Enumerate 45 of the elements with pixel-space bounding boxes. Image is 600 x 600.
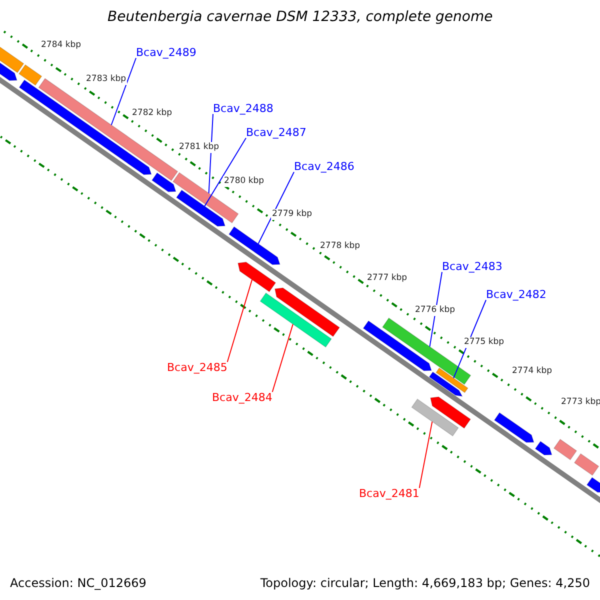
gene-bar: [553, 438, 578, 460]
gene-label: Bcav_2484: [212, 392, 272, 403]
scale-label: 2776 kbp: [414, 305, 456, 316]
gene-bar: [436, 367, 468, 394]
gene-block: [176, 190, 226, 227]
scale-label: 2778 kbp: [319, 241, 362, 252]
gene-block: [586, 476, 600, 493]
leader-line: [204, 138, 246, 207]
scale-label: 2781 kbp: [178, 142, 220, 152]
gene-label: Bcav_2486: [294, 161, 354, 172]
leader-line: [418, 421, 433, 488]
scale-label: 2779 kbp: [271, 209, 314, 220]
gene-block: [228, 226, 280, 265]
leader-line: [272, 324, 294, 392]
scale-label: 2777 kbp: [366, 273, 408, 284]
scale-label: 2780 kbp: [223, 176, 266, 186]
footer-text: Accession: NC_012669: [10, 577, 146, 589]
leader-line: [453, 300, 486, 379]
scale-label: 2784 kbp: [40, 40, 82, 50]
scale-label: 2783 kbp: [85, 74, 128, 84]
gene-label: Bcav_2488: [213, 103, 274, 114]
gene-label: Bcav_2487: [246, 127, 306, 138]
gene-block: [362, 320, 432, 372]
gene-block: [274, 287, 340, 338]
gene-label: Bcav_2489: [136, 47, 196, 58]
gene-bar: [260, 292, 332, 348]
gene-block: [534, 440, 552, 456]
gene-label: Bcav_2485: [167, 362, 228, 373]
gene-block: [430, 396, 472, 429]
leader-line: [110, 58, 136, 126]
gene-bar: [574, 453, 600, 476]
scale-label: 2775 kbp: [463, 337, 506, 348]
gene-block: [238, 262, 276, 292]
footer-text: Topology: circular; Length: 4,669,183 bp; Genes: 4,250: [260, 577, 590, 589]
gene-bar: [411, 398, 459, 437]
gene-label: Bcav_2483: [442, 261, 502, 272]
scale-label: 2782 kbp: [131, 108, 174, 118]
gene-block: [494, 412, 534, 443]
leader-line: [226, 279, 253, 362]
gene-label: Bcav_2481: [359, 488, 420, 499]
scale-label: 2774 kbp: [511, 366, 554, 376]
gene-label: Bcav_2482: [486, 289, 546, 300]
diagram-title: Beutenbergia cavernae DSM 12333, complete genome: [108, 10, 493, 24]
gene-block: [151, 172, 176, 192]
gene-bar: [18, 64, 42, 86]
